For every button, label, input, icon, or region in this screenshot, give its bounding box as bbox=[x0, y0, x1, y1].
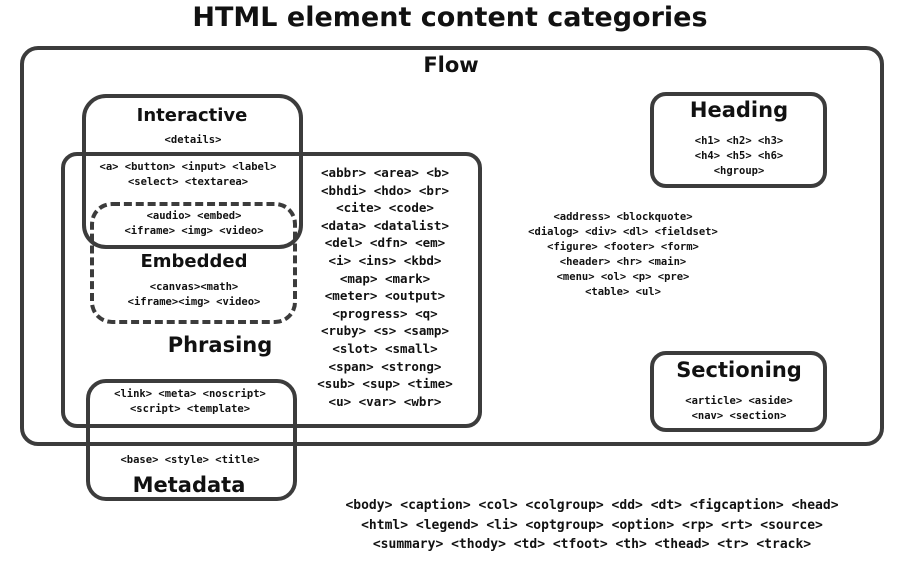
sectioning-box bbox=[650, 351, 827, 432]
tag-line: <u> <var> <wbr> bbox=[328, 393, 442, 409]
tag-line: <sub> <sup> <time> bbox=[317, 376, 453, 392]
tag-line: <i> <ins> <kbd> bbox=[328, 252, 442, 268]
tag-line: <iframe> <img> <video> bbox=[124, 225, 264, 237]
flow-label: Flow bbox=[423, 53, 479, 77]
metadata-box bbox=[86, 379, 297, 501]
embedded-label: Embedded bbox=[140, 251, 248, 272]
tag-line: <figure> <footer> <form> bbox=[547, 241, 699, 253]
tag-line: <nav> <section> bbox=[691, 410, 787, 422]
tag-line: <body> <caption> <col> <colgroup> <dd> <… bbox=[345, 498, 839, 513]
tag-line: <map> <mark> bbox=[339, 270, 431, 286]
tag-line: <audio> <embed> bbox=[146, 210, 242, 222]
tag-line: <summary> <thody> <td> <tfoot> <th> <the… bbox=[372, 537, 812, 552]
sectioning-label: Sectioning bbox=[676, 358, 802, 382]
phrasing-label: Phrasing bbox=[167, 333, 273, 357]
heading-label: Heading bbox=[689, 98, 789, 122]
tag-line: <html> <legend> <li> <optgroup> <option>… bbox=[361, 517, 823, 533]
interactive-embedded-tags: <audio> <embed> <iframe> <img> <video> bbox=[124, 209, 263, 239]
tag-line: <cite> <code> bbox=[336, 200, 434, 216]
interactive-phrasing-tags: <a> <button> <input> <label> <select> <te… bbox=[99, 160, 276, 190]
tag-line: <dialog> <div> <dl> <fieldset> bbox=[528, 226, 718, 238]
phrasing-tags: <abbr> <area> <b> <bhdi> <hdo> <br> <cite>… bbox=[317, 164, 452, 410]
embedded-tags: <canvas><math> <iframe><img> <video> bbox=[128, 280, 261, 310]
tag-line: <base> <style> <title> bbox=[120, 454, 260, 466]
metadata-phrasing-tags: <link> <meta> <noscript> <script> <templa… bbox=[114, 387, 266, 417]
tag-line: <ruby> <s> <samp> bbox=[321, 323, 449, 339]
tag-line: <a> <button> <input> <label> bbox=[99, 161, 277, 173]
tag-line: <h1> <h2> <h3> bbox=[694, 135, 784, 147]
metadata-label: Metadata bbox=[132, 473, 246, 497]
flow-tags: <address> <blockquote> <dialog> <div> <dl… bbox=[528, 210, 718, 300]
tag-line: <link> <meta> <noscript> bbox=[114, 388, 266, 400]
interactive-only-tags: <details> bbox=[165, 133, 222, 148]
tag-line: <address> <blockquote> bbox=[553, 211, 693, 223]
embedded-box bbox=[90, 202, 297, 324]
other-tags: <body> <caption> <col> <colgroup> <dd> <… bbox=[345, 496, 838, 555]
heading-box bbox=[650, 92, 827, 188]
interactive-label: Interactive bbox=[136, 105, 248, 126]
tag-line: <canvas><math> bbox=[149, 281, 239, 293]
tag-line: <progress> <q> bbox=[332, 305, 438, 321]
metadata-only-tags: <base> <style> <title> bbox=[120, 453, 259, 468]
tag-line: <data> <datalist> bbox=[321, 217, 449, 233]
tag-line: <header> <hr> <main> bbox=[559, 256, 687, 268]
tag-line: <details> bbox=[164, 134, 222, 146]
flow-box bbox=[20, 46, 884, 446]
interactive-box bbox=[82, 94, 303, 249]
tag-line: <abbr> <area> <b> bbox=[321, 165, 449, 180]
tag-line: <menu> <ol> <p> <pre> bbox=[556, 271, 690, 283]
diagram-title: HTML element content categories bbox=[192, 2, 708, 33]
tag-line: <hgroup> bbox=[713, 165, 765, 177]
tag-line: <table> <ul> bbox=[585, 286, 661, 298]
tag-line: <meter> <output> bbox=[324, 288, 446, 304]
sectioning-tags: <article> <aside> <nav> <section> bbox=[685, 394, 792, 424]
tag-line: <slot> <small> bbox=[332, 340, 438, 356]
tag-line: <span> <strong> bbox=[328, 358, 442, 374]
tag-line: <iframe><img> <video> bbox=[127, 296, 261, 308]
tag-line: <script> <template> bbox=[129, 403, 251, 415]
tag-line: <h4> <h5> <h6> bbox=[694, 150, 784, 162]
heading-tags: <h1> <h2> <h3> <h4> <h5> <h6> <hgroup> bbox=[695, 134, 784, 179]
tag-line: <article> <aside> bbox=[685, 395, 793, 407]
tag-line: <del> <dfn> <em> bbox=[324, 235, 446, 251]
tag-line: <bhdi> <hdo> <br> bbox=[321, 182, 449, 198]
tag-line: <select> <textarea> bbox=[127, 176, 249, 188]
phrasing-box bbox=[61, 152, 482, 428]
